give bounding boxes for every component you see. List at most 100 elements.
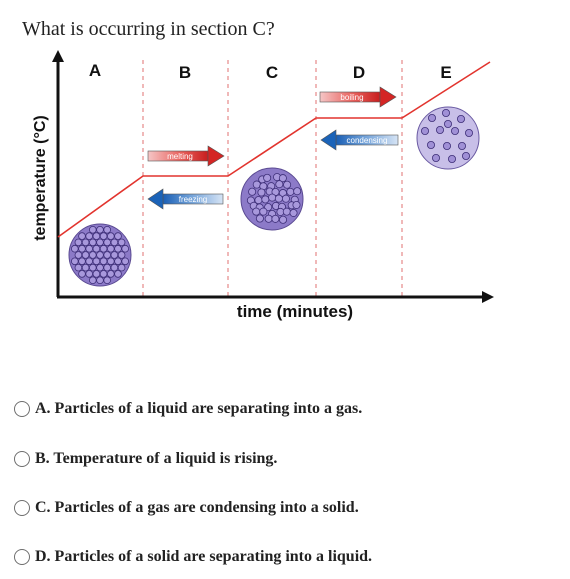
solid-particle [107,257,115,266]
option-a[interactable]: A. Particles of a liquid are separating … [14,400,362,418]
solid-particle [114,244,122,253]
solid-particle [74,238,83,247]
solid-particle [85,257,93,266]
option-d[interactable]: D. Particles of a solid are separating i… [14,548,372,566]
liquid-particle [271,214,280,223]
solid-particle [99,257,108,266]
option-b-radio[interactable] [14,451,30,467]
liquid-particle [259,207,268,216]
gas-particle [420,127,429,136]
liquid-particle [279,215,288,224]
solid-particle [71,257,79,266]
solid-particle [103,226,111,234]
y-axis-label: temperature (°C) [32,115,49,241]
solid-particle [78,257,86,266]
liquid-particle [281,194,290,203]
gas-particle [464,128,473,137]
solid-particle [89,226,97,234]
solid-particle [74,251,83,259]
solid-particle [85,270,93,278]
section-label-d: D [353,63,365,82]
x-axis-arrowhead [482,291,494,303]
gas-particle [435,126,444,135]
option-c-radio[interactable] [14,500,30,516]
solid-particle [103,251,111,259]
gas-particle [447,154,456,163]
liquid-particle [268,193,277,202]
y-axis-arrowhead [52,50,64,62]
section-label-e: E [440,63,451,82]
axes [52,50,494,303]
solid-particle [74,263,83,272]
solid-particle [89,251,97,259]
section-label-c: C [266,63,278,82]
solid-particle [121,257,129,266]
solid-particle [114,257,122,266]
solid-particle [96,251,104,259]
solid-particle [117,251,126,259]
solid-particle [96,238,104,247]
freezing-arrow: freezing [147,188,224,210]
solid-particle [99,232,108,240]
option-b-label: B. Temperature of a liquid is rising. [35,450,278,467]
liquid-particle [252,207,261,216]
heating-curve [57,61,491,238]
solid-particle [89,276,97,285]
melting-arrow-label: melting [167,152,193,161]
option-b[interactable]: B. Temperature of a liquid is rising. [14,450,277,468]
boiling-arrow: boiling [319,86,397,108]
liquid-particle [264,203,273,212]
liquid-particle [255,214,264,223]
solid-particle [99,244,108,253]
solid-particle [103,238,111,247]
option-c-label: C. Particles of a gas are condensing int… [35,499,359,516]
gas-particle [426,140,435,149]
section-labels: A B C D E [89,61,452,82]
option-d-radio[interactable] [14,549,30,565]
gas-particle [457,141,466,150]
gas-particle [441,109,450,118]
liquid-particle [261,195,270,204]
section-label-b: B [179,63,191,82]
solid-particle [121,244,129,253]
liquid-particle [252,180,261,189]
solid-particle [96,226,104,234]
gas-particle [427,114,436,123]
liquid-particle [289,208,298,217]
option-d-label: D. Particles of a solid are separating i… [35,548,373,565]
solid-particle [78,232,86,240]
option-a-radio[interactable] [14,401,30,417]
solid-particle [85,232,93,240]
solid-particle [71,244,79,253]
solid-particle [81,238,90,247]
solid-particle [78,270,86,278]
solid-particle [96,276,104,285]
solid-particle [103,263,111,272]
gas-particle [461,151,470,160]
solid-particles-model [68,223,132,287]
option-c[interactable]: C. Particles of a gas are condensing int… [14,499,359,517]
solid-particle [92,232,101,240]
solid-particle [107,232,115,240]
solid-particle [114,270,122,278]
solid-particle [81,251,90,259]
condensing-arrow-label: condensing [347,136,388,145]
solid-particle [107,270,115,278]
liquid-particle [286,187,295,196]
solid-particle [110,263,119,272]
liquid-particle [278,174,287,183]
liquid-particle [282,207,291,216]
solid-particle [103,276,111,285]
x-axis-label: time (minutes) [237,302,353,321]
liquid-particles-model [240,167,304,231]
solid-particle [117,263,126,272]
solid-particle [117,238,126,247]
solid-particle [110,251,119,259]
melting-arrow: melting [147,145,225,167]
solid-particle [107,244,115,253]
solid-particle [92,257,101,266]
liquid-particle [274,194,283,203]
gas-particle [431,153,440,162]
heating-curve-diagram: A B C D E temperature (°C) time (minutes… [32,50,494,321]
liquid-particle [248,187,257,196]
